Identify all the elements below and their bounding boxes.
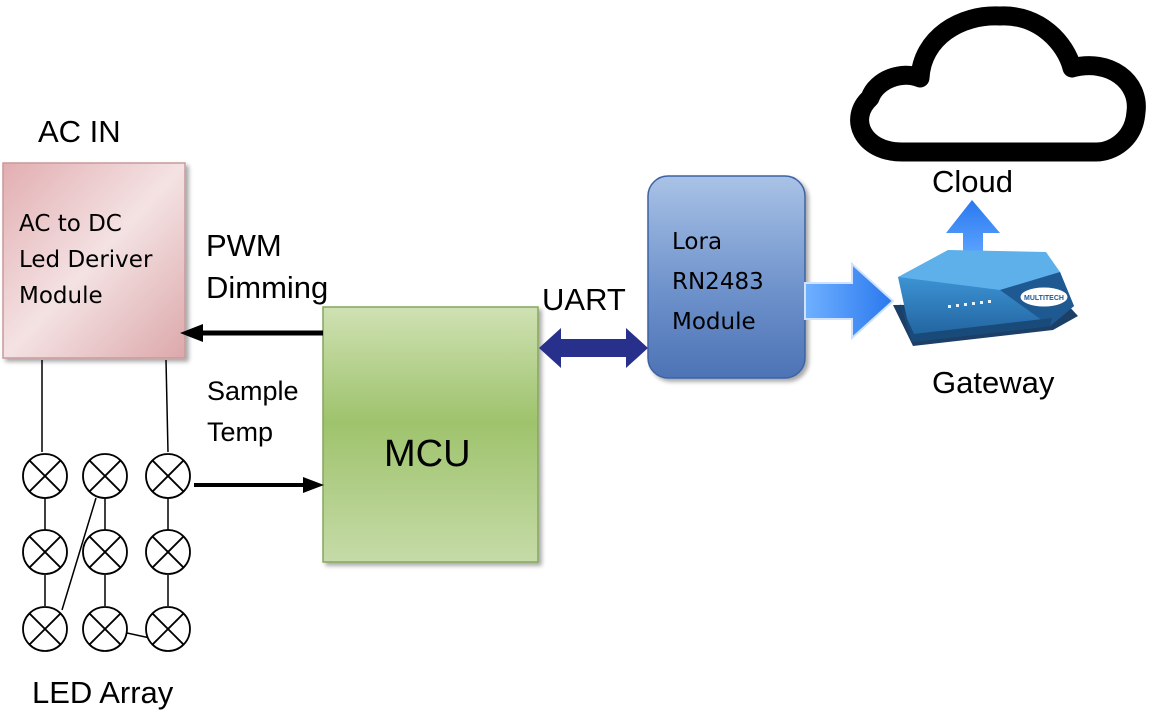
lora-label-line3: Module xyxy=(672,309,756,335)
lora-label-line1: Lora xyxy=(672,229,723,255)
led-icon xyxy=(22,529,68,575)
lora-box xyxy=(647,175,806,379)
led-icon xyxy=(22,453,68,499)
led-icon xyxy=(82,453,128,499)
sample-label-line1: Sample xyxy=(207,376,299,406)
gateway-label: Gateway xyxy=(932,365,1055,400)
lora-to-gateway-arrow xyxy=(804,261,895,341)
uart-double-arrow xyxy=(539,328,648,368)
led-icon xyxy=(22,606,68,652)
pwm-arrow xyxy=(180,324,323,342)
pwm-label-line2: Dimming xyxy=(206,270,329,305)
led-array-label: LED Array xyxy=(32,675,174,710)
gateway-brand-text: MULTITECH xyxy=(1024,295,1064,302)
uart-label: UART xyxy=(542,282,626,317)
driver-label-line3: Module xyxy=(19,283,103,309)
mcu-label: MCU xyxy=(384,433,471,475)
mcu-box xyxy=(322,306,539,563)
driver-wires xyxy=(41,359,169,453)
led-wires xyxy=(44,497,169,639)
led-icon xyxy=(145,453,191,499)
pwm-label-line1: PWM xyxy=(206,228,282,263)
lora-label-line2: RN2483 xyxy=(672,269,764,295)
driver-box xyxy=(2,162,186,359)
sample-label-line2: Temp xyxy=(207,417,274,447)
driver-label-line1: AC to DC xyxy=(19,211,122,237)
led-array xyxy=(22,453,191,652)
led-icon xyxy=(145,606,191,652)
cloud-icon xyxy=(850,6,1146,162)
cloud-label: Cloud xyxy=(932,164,1013,199)
driver-label-line2: Led Deriver xyxy=(19,247,153,273)
gateway-device-icon: MULTITECH xyxy=(893,250,1078,346)
led-icon xyxy=(82,606,128,652)
led-icon xyxy=(145,529,191,575)
sample-temp-arrow xyxy=(194,477,324,493)
gateway-to-cloud-arrow xyxy=(946,200,1000,253)
ac-in-label: AC IN xyxy=(38,114,121,149)
led-icon xyxy=(82,529,128,575)
